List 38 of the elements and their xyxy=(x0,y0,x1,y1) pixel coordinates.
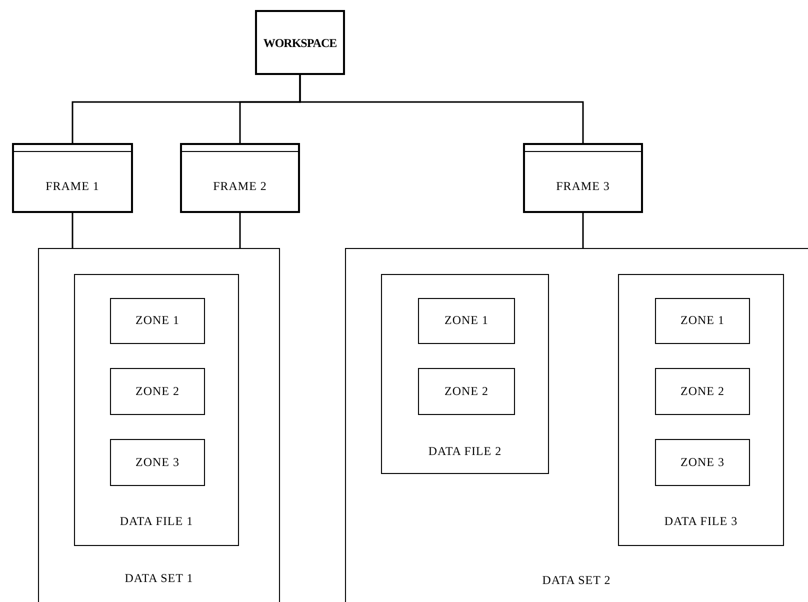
zone-label: ZONE 2 xyxy=(444,384,488,398)
zone-label: ZONE 3 xyxy=(136,454,180,470)
workspace-box xyxy=(255,10,345,75)
connector-line xyxy=(239,213,241,248)
connector-line xyxy=(299,75,584,143)
data-file-label: DATA FILE 3 xyxy=(664,514,738,529)
zone-label: ZONE 2 xyxy=(680,384,724,398)
frame-label: FRAME 2 xyxy=(213,179,267,194)
data-file-container xyxy=(618,274,784,546)
data-file-label: DATA FILE 1 xyxy=(120,514,194,529)
data-file-container xyxy=(381,274,549,474)
connector-line xyxy=(582,213,584,248)
data-set-label: DATA SET 1 xyxy=(124,571,194,586)
zone-box xyxy=(110,368,205,415)
frame-label: FRAME 1 xyxy=(46,179,100,194)
data-set-container xyxy=(345,248,808,602)
zone-box xyxy=(110,298,205,344)
frame-box xyxy=(523,143,643,213)
zone-label: ZONE 1 xyxy=(136,313,180,328)
zone-box xyxy=(655,368,750,415)
data-file-label: DATA FILE 2 xyxy=(428,444,502,459)
zone-label: ZONE 1 xyxy=(444,313,488,328)
zone-box xyxy=(418,298,515,344)
zone-box xyxy=(418,368,515,415)
frame-box xyxy=(180,143,300,213)
connector-line xyxy=(72,213,74,248)
frame-label: FRAME 3 xyxy=(556,179,610,194)
data-set-container xyxy=(38,248,280,602)
workspace-label: WORKSPACE xyxy=(263,36,337,50)
zone-label: ZONE 2 xyxy=(136,384,180,398)
data-set-label: DATA SET 2 xyxy=(542,573,611,588)
data-file-container xyxy=(74,274,239,546)
frame-box xyxy=(12,143,133,213)
zone-box xyxy=(655,298,750,344)
zone-label: ZONE 3 xyxy=(680,454,724,470)
zone-box xyxy=(110,439,205,486)
zone-label: ZONE 1 xyxy=(680,313,724,328)
zone-box xyxy=(655,439,750,486)
